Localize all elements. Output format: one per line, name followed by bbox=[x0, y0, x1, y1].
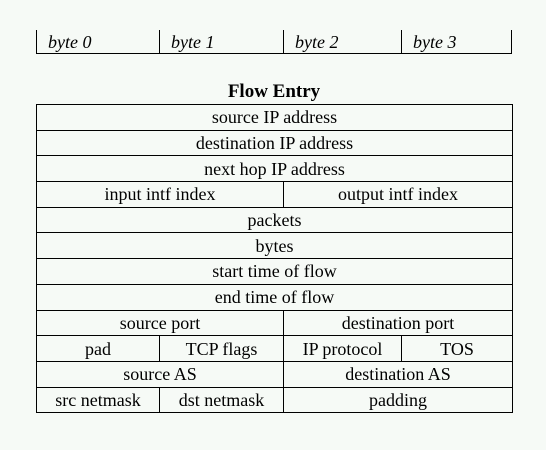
field-row: input intf index output intf index bbox=[36, 181, 514, 208]
field-output-intf-index: output intf index bbox=[282, 181, 514, 208]
field-row: pad TCP flags IP protocol TOS bbox=[36, 335, 514, 362]
field-end-time-of-flow: end time of flow bbox=[35, 283, 514, 311]
byte-ruler-tick bbox=[36, 30, 37, 54]
field-start-time-of-flow: start time of flow bbox=[35, 258, 514, 285]
field-row: next hop IP address bbox=[35, 155, 514, 183]
field-row: source IP address bbox=[35, 104, 514, 131]
field-source-port: source port bbox=[36, 309, 284, 337]
field-src-netmask: src netmask bbox=[36, 386, 160, 414]
field-packets: packets bbox=[35, 206, 514, 234]
field-tcp-flags: TCP flags bbox=[159, 335, 284, 362]
flow-entry-table: source IP address destination IP address… bbox=[35, 104, 514, 414]
field-bytes: bytes bbox=[35, 232, 514, 260]
byte-label-1: byte 1 bbox=[171, 32, 215, 52]
field-next-hop-ip-address: next hop IP address bbox=[35, 155, 514, 183]
field-source-ip-address: source IP address bbox=[35, 104, 514, 131]
field-row: packets bbox=[35, 206, 514, 234]
field-input-intf-index: input intf index bbox=[36, 181, 284, 208]
field-row: start time of flow bbox=[35, 258, 514, 285]
field-row: source AS destination AS bbox=[36, 360, 514, 388]
field-destination-port: destination port bbox=[282, 309, 514, 337]
byte-ruler-tick bbox=[401, 30, 402, 54]
field-row: end time of flow bbox=[35, 283, 514, 311]
field-dst-netmask: dst netmask bbox=[159, 386, 284, 414]
diagram-title: Flow Entry bbox=[227, 81, 321, 102]
byte-label-2: byte 2 bbox=[295, 32, 339, 52]
field-row: destination IP address bbox=[35, 129, 514, 157]
field-row: src netmask dst netmask padding bbox=[36, 386, 514, 414]
byte-ruler-tick bbox=[283, 30, 284, 54]
field-ip-protocol: IP protocol bbox=[283, 335, 402, 362]
byte-ruler-tick bbox=[511, 30, 512, 54]
byte-ruler-tick bbox=[159, 30, 160, 54]
byte-ruler: byte 0 byte 1 byte 2 byte 3 bbox=[36, 30, 512, 54]
field-destination-as: destination AS bbox=[282, 360, 514, 388]
field-destination-ip-address: destination IP address bbox=[35, 129, 514, 157]
field-tos: TOS bbox=[400, 335, 514, 362]
byte-label-3: byte 3 bbox=[413, 32, 457, 52]
field-padding: padding bbox=[282, 386, 514, 414]
byte-label-0: byte 0 bbox=[48, 32, 92, 52]
field-source-as: source AS bbox=[36, 360, 284, 388]
field-row: bytes bbox=[35, 232, 514, 260]
field-row: source port destination port bbox=[36, 309, 514, 337]
field-pad: pad bbox=[36, 335, 160, 362]
